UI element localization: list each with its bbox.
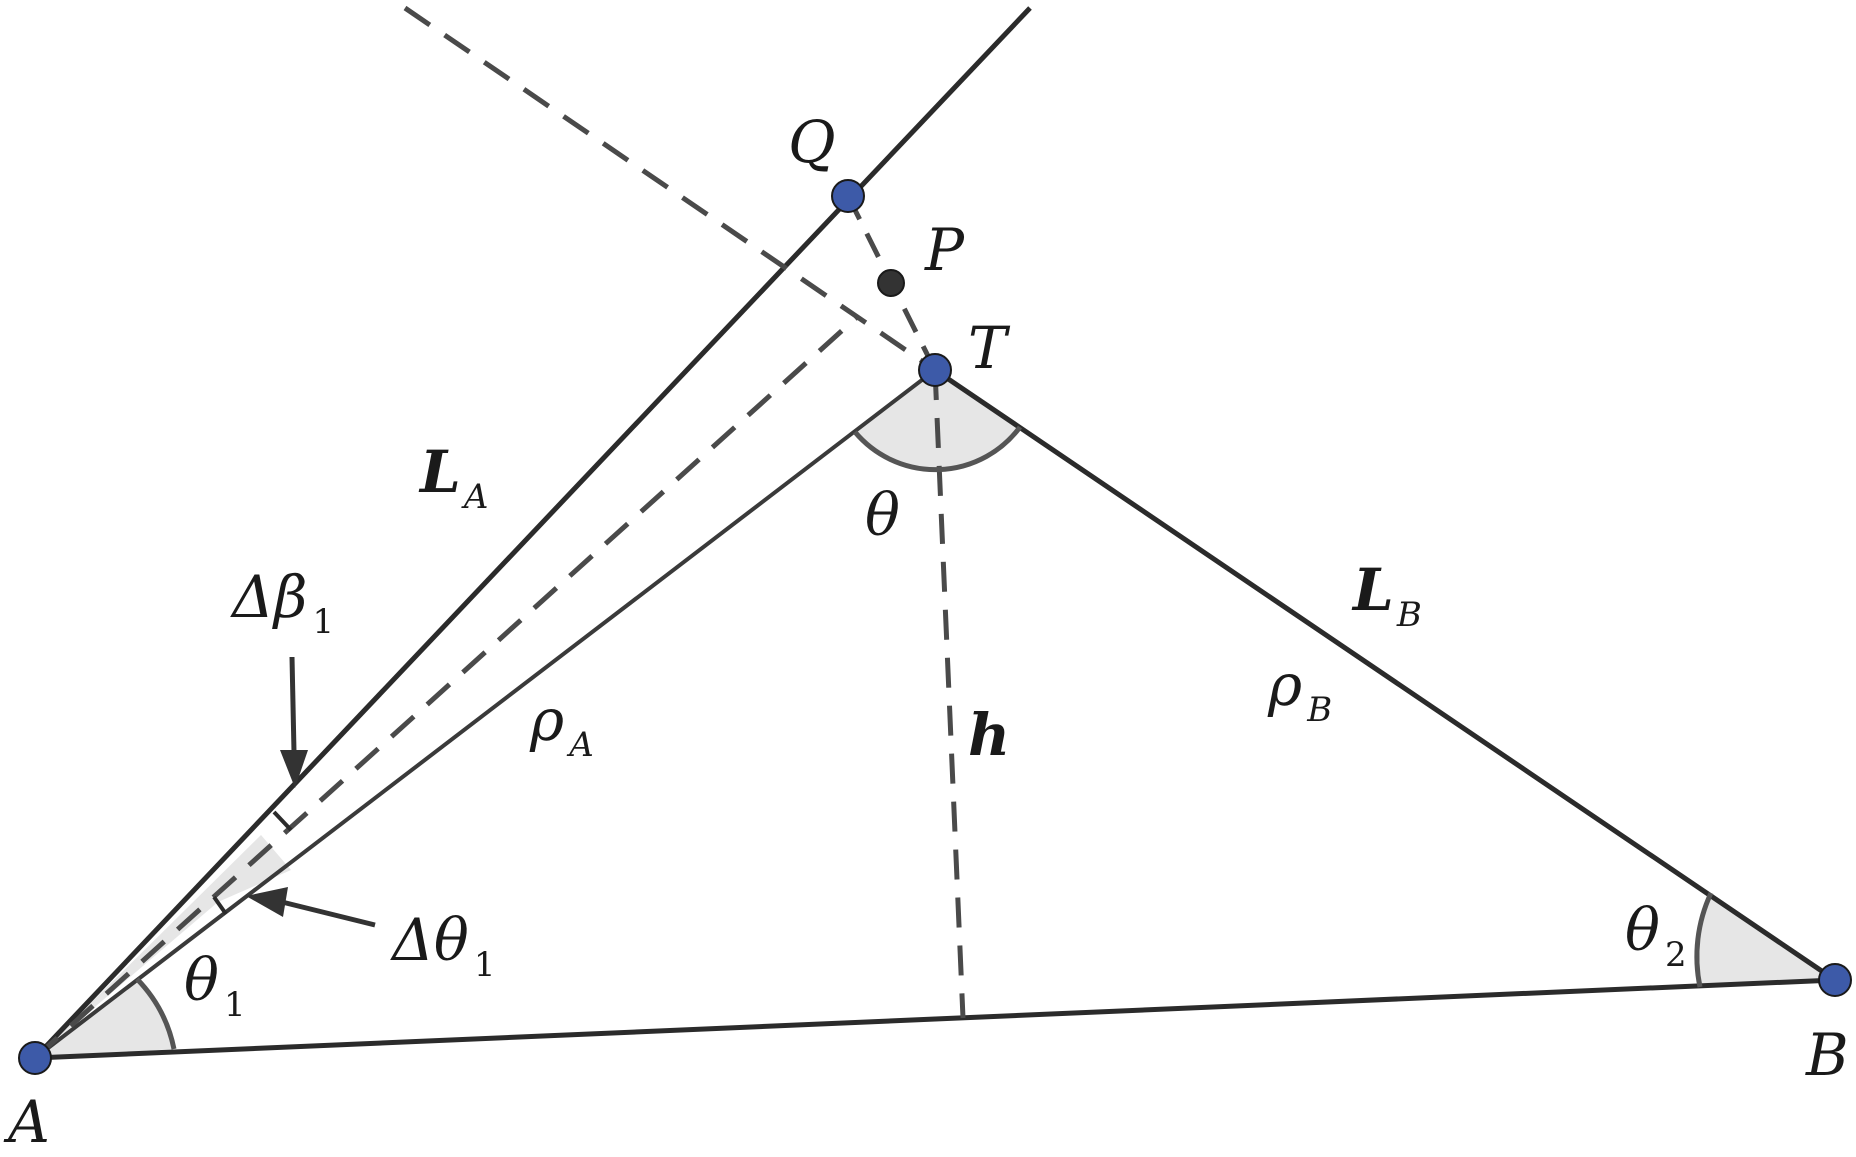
- tick-mark-LA: [272, 810, 293, 832]
- arrow-dtheta1-head: [246, 887, 288, 917]
- label-rhoB: ρ B: [1267, 651, 1332, 730]
- label-dtheta1: Δθ 1: [390, 906, 496, 985]
- label-theta2: θ 2: [1625, 896, 1687, 975]
- line-LA: [33, 6, 1032, 1060]
- label-rhoA-sub: A: [566, 725, 594, 765]
- label-dtheta1-sub: 1: [474, 945, 496, 985]
- label-theta1-main: θ: [184, 946, 219, 1014]
- angle-theta2-arc: [1694, 891, 1714, 988]
- angle-theta-arc: [853, 425, 1023, 473]
- label-rhoB-main: ρ: [1267, 651, 1302, 719]
- label-LA: L A: [418, 438, 488, 517]
- arrow-dtheta1-shaft: [281, 899, 376, 928]
- angle-delta-wedge-fill: [35, 835, 291, 1058]
- dashed-line-A-to-foot: [33, 316, 858, 1060]
- label-dbeta1-sub: 1: [313, 602, 335, 642]
- label-LA-main: L: [418, 438, 461, 506]
- tick-mark-rhoA: [212, 895, 228, 916]
- angle-theta1-arc: [135, 977, 177, 1050]
- label-rhoB-sub: B: [1306, 690, 1332, 730]
- label-T: T: [968, 314, 1011, 382]
- point-P: [877, 269, 905, 297]
- arrow-dbeta1-head: [280, 750, 308, 788]
- dashed-height-h: [932, 369, 966, 1019]
- angle-theta2-fill: [1696, 893, 1835, 987]
- label-P: P: [924, 216, 965, 284]
- label-theta1-sub: 1: [224, 985, 246, 1025]
- label-LA-sub: A: [461, 477, 489, 517]
- label-A: A: [3, 1088, 50, 1152]
- label-theta2-main: θ: [1625, 896, 1660, 964]
- label-dbeta1: Δβ 1: [230, 563, 334, 642]
- point-A: [18, 1041, 52, 1075]
- label-h: h: [968, 701, 1010, 769]
- label-LB-sub: B: [1396, 595, 1422, 635]
- point-T: [918, 353, 952, 387]
- label-theta2-sub: 2: [1665, 935, 1687, 975]
- label-LB-main: L: [1351, 556, 1394, 624]
- line-TB: [933, 367, 1837, 983]
- dashed-line-top-to-T: [403, 5, 937, 373]
- label-dbeta1-main: Δβ: [230, 563, 307, 631]
- angle-theta1-fill: [35, 979, 174, 1058]
- label-rhoA: ρ A: [529, 686, 594, 765]
- arrow-dbeta1-shaft: [289, 656, 297, 753]
- line-AT: [33, 368, 937, 1060]
- label-Q: Q: [788, 108, 836, 176]
- label-B: B: [1805, 1021, 1849, 1089]
- label-theta: θ: [865, 481, 900, 549]
- line-AB: [34, 977, 1836, 1061]
- label-LB: L B: [1351, 556, 1422, 635]
- point-B: [1818, 963, 1852, 997]
- label-theta1: θ 1: [184, 946, 246, 1025]
- point-Q: [831, 179, 865, 213]
- label-rhoA-main: ρ: [529, 686, 564, 754]
- label-dtheta1-main: Δθ: [390, 906, 469, 974]
